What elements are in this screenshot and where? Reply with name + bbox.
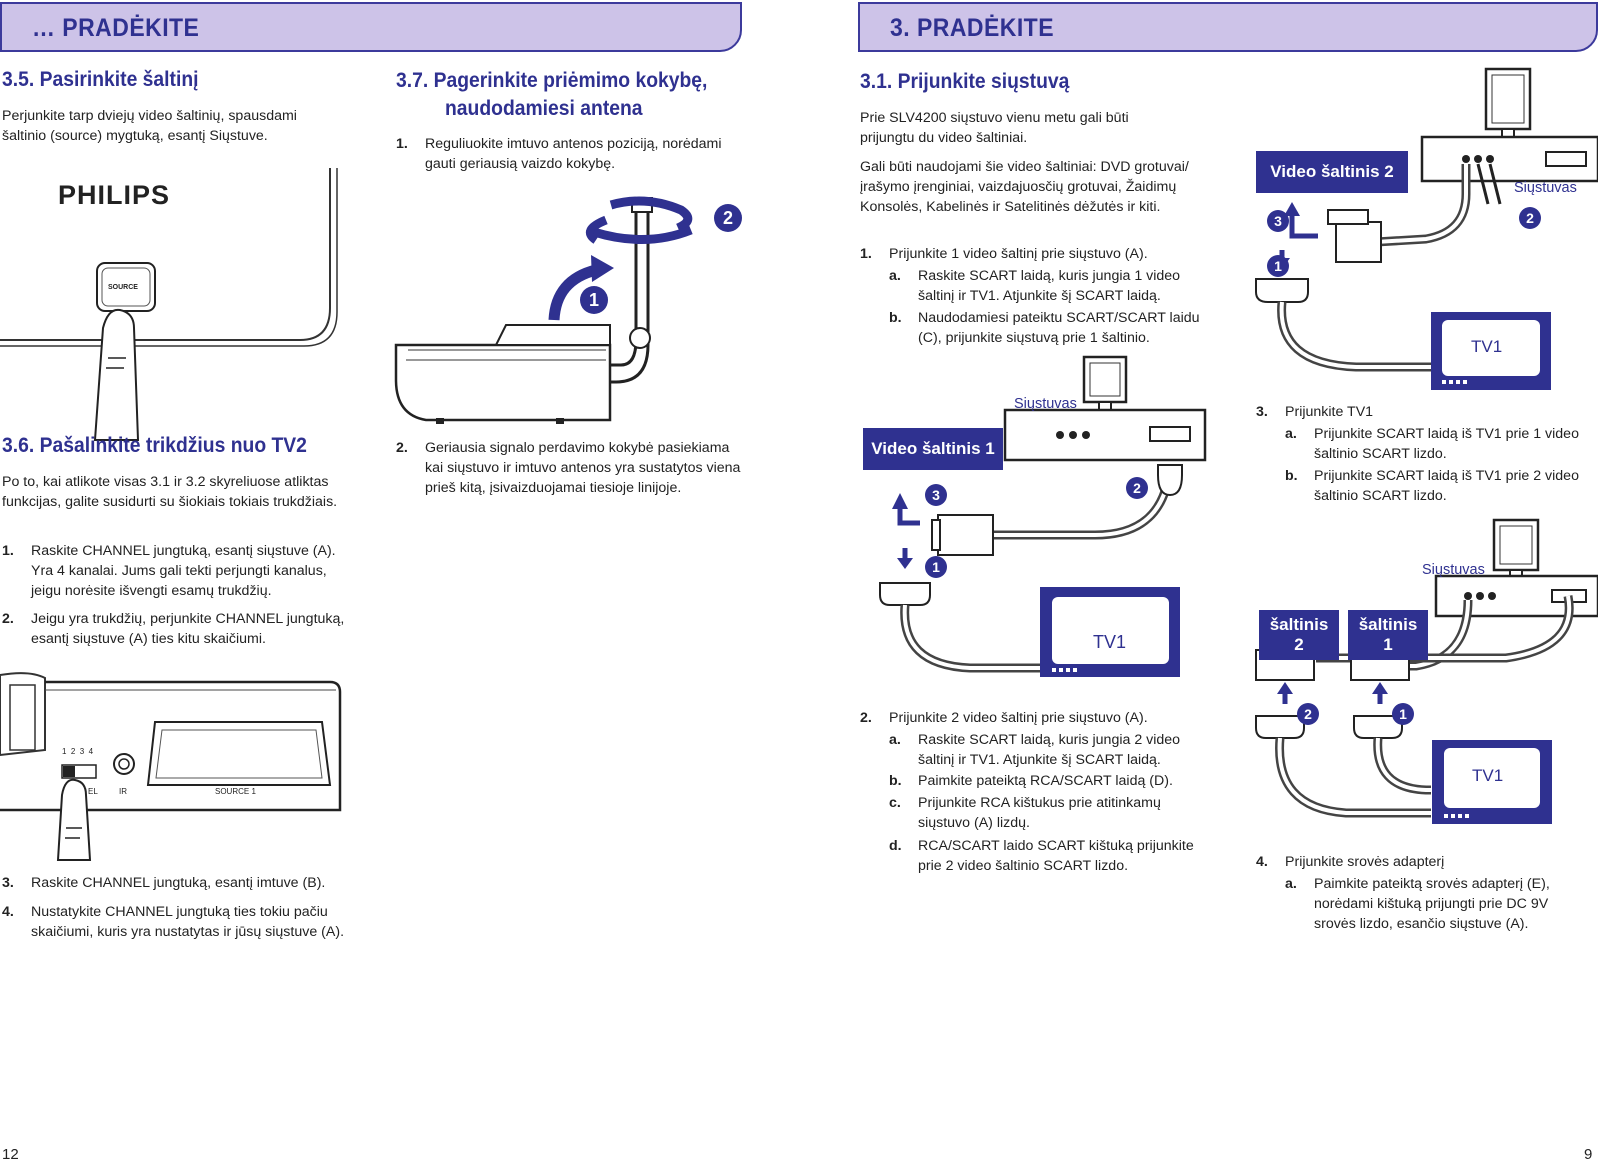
tv-frame-drawing [0, 168, 338, 441]
transmitter-label: Siųstuvas [1422, 562, 1485, 578]
step-number: 3. [1256, 404, 1268, 420]
section-3-5-title: 3.5. Pasirinkite šaltinį [2, 68, 199, 91]
right-page-header: 3. PRADĖKITE [858, 2, 1598, 52]
source-button-label: SOURCE [108, 284, 138, 291]
marker-2: 2 [1126, 477, 1148, 499]
ir-label: IR [119, 787, 127, 796]
marker-2: 2 [1297, 703, 1319, 725]
item-text: Raskite CHANNEL jungtuką, esantį siųstuv… [31, 543, 336, 599]
receiver-panel-drawing [0, 672, 342, 861]
sub-step-text: RCA/SCART laido SCART kištuką prijunkite… [918, 838, 1194, 874]
item-number: 3. [2, 875, 14, 891]
step-text: Prijunkite srovės adapterį [1285, 854, 1445, 870]
antenna-illustration: 1 2 [394, 190, 742, 430]
item-number: 1. [2, 543, 14, 559]
video-source-2-box: Video šaltinis 2 [1256, 151, 1408, 193]
marker-3: 3 [1267, 210, 1289, 232]
item-text: Raskite CHANNEL jungtuką, esantį imtuve … [31, 875, 326, 891]
step-text: Prijunkite TV1 [1285, 404, 1374, 420]
source-2-box: šaltinis 2 [1259, 610, 1339, 660]
source1-connection-drawing [879, 355, 1207, 677]
step-text: Prijunkite 1 video šaltinį prie siųstuvo… [889, 246, 1148, 262]
sub-step-letter: a. [1285, 426, 1297, 442]
diagram-source-1: Siųstuvas Video šaltinis 1 3 2 1 TV1 [860, 355, 1207, 695]
section-3-6-title: 3.6. Pašalinkite trikdžius nuo TV2 [2, 434, 307, 457]
section-3-5-body: Perjunkite tarp dviejų video šaltinių, s… [2, 108, 297, 144]
sub-step-text: Prijunkite SCART laidą iš TV1 prie 1 vid… [1314, 426, 1579, 462]
sub-step-text: Raskite SCART laidą, kuris jungia 1 vide… [918, 268, 1181, 304]
tv1-screen-label: TV1 [1093, 632, 1127, 652]
diagram-both-sources: Siųstuvas šaltinis 2 šaltinis 1 2 1 TV1 [1255, 518, 1598, 843]
marker-3: 3 [925, 484, 947, 506]
transmitter-label: Siųstuvas [1014, 396, 1077, 412]
marker-1: 1 [580, 286, 608, 314]
section-3-1-p1: Prie SLV4200 siųstuvo vienu metu gali bū… [860, 110, 1129, 146]
sub-step-text: Paimkite pateiktą RCA/SCART laidą (D). [918, 773, 1173, 789]
item-text: Reguliuokite imtuvo antenos poziciją, no… [425, 136, 722, 172]
source2-connection-drawing [1255, 67, 1598, 390]
source-button-illustration: PHILIPS SOURCE [0, 168, 346, 441]
sub-step-text: Paimkite pateiktą srovės adapterį (E), n… [1314, 876, 1550, 932]
marker-1: 1 [1267, 255, 1289, 277]
sub-step-letter: c. [889, 795, 901, 811]
item-text: Jeigu yra trukdžių, perjunkite CHANNEL j… [31, 611, 345, 647]
channel-label: EL [88, 787, 98, 796]
philips-logo: PHILIPS [58, 180, 171, 210]
sub-step-letter: b. [1285, 468, 1298, 484]
step-number: 2. [860, 710, 872, 726]
source-1-box: šaltinis 1 [1348, 610, 1428, 660]
marker-2: 2 [1519, 207, 1541, 229]
step-number: 4. [1256, 854, 1268, 870]
section-3-7-title: 3.7. Pagerinkite priėmimo kokybę, [396, 69, 708, 92]
channel-switch-illustration: 1 2 3 4 EL IR SOURCE 1 [0, 660, 346, 861]
right-header-title: 3. PRADĖKITE [890, 14, 1055, 42]
diagram-source-2: Video šaltinis 2 Siųstuvas 3 2 1 TV1 [1255, 64, 1598, 404]
item-text: Geriausia signalo perdavimo kokybė pasie… [425, 440, 741, 496]
receiver-antenna-drawing [394, 196, 693, 424]
sub-step-letter: a. [1285, 876, 1297, 892]
sub-step-text: Naudodamiesi pateiktu SCART/SCART laidu … [918, 310, 1200, 346]
section-3-7-title-line2: naudodamiesi antena [445, 97, 643, 120]
left-page-header: … PRADĖKITE [0, 2, 742, 52]
source1-label: SOURCE 1 [215, 787, 256, 796]
left-page-number: 12 [2, 1146, 19, 1163]
sub-step-text: Prijunkite SCART laidą iš TV1 prie 2 vid… [1314, 468, 1579, 504]
right-page-number: 9 [1584, 1146, 1593, 1163]
left-header-title: … PRADĖKITE [32, 14, 200, 42]
marker-2: 2 [714, 204, 742, 232]
item-number: 2. [396, 440, 408, 456]
channel-numbers: 1 2 3 4 [62, 747, 94, 756]
item-number: 4. [2, 904, 14, 920]
marker-1: 1 [1392, 703, 1414, 725]
item-number: 2. [2, 611, 14, 627]
section-3-1-p2: Gali būti naudojami šie video šaltiniai:… [860, 159, 1189, 215]
sub-step-letter: a. [889, 268, 901, 284]
sub-step-letter: a. [889, 732, 901, 748]
transmitter-label: Siųstuvas [1514, 180, 1577, 196]
sub-step-text: Raskite SCART laidą, kuris jungia 2 vide… [918, 732, 1181, 768]
step-text: Prijunkite 2 video šaltinį prie siųstuvo… [889, 710, 1148, 726]
sub-step-letter: b. [889, 773, 902, 789]
item-text: Nustatykite CHANNEL jungtuką ties tokiu … [31, 904, 345, 940]
video-source-1-box: Video šaltinis 1 [863, 428, 1003, 470]
sub-step-letter: d. [889, 838, 902, 854]
marker-1: 1 [925, 556, 947, 578]
section-3-6-body: Po to, kai atlikote visas 3.1 ir 3.2 sky… [2, 474, 338, 510]
tv1-screen-label: TV1 [1472, 766, 1504, 785]
tv1-screen-label: TV1 [1471, 337, 1503, 356]
step-number: 1. [860, 246, 872, 262]
section-3-1-title: 3.1. Prijunkite siųstuvą [860, 70, 1070, 93]
item-number: 1. [396, 136, 408, 152]
sub-step-letter: b. [889, 310, 902, 326]
sub-step-text: Prijunkite RCA kištukus prie atitinkamų … [918, 795, 1161, 831]
